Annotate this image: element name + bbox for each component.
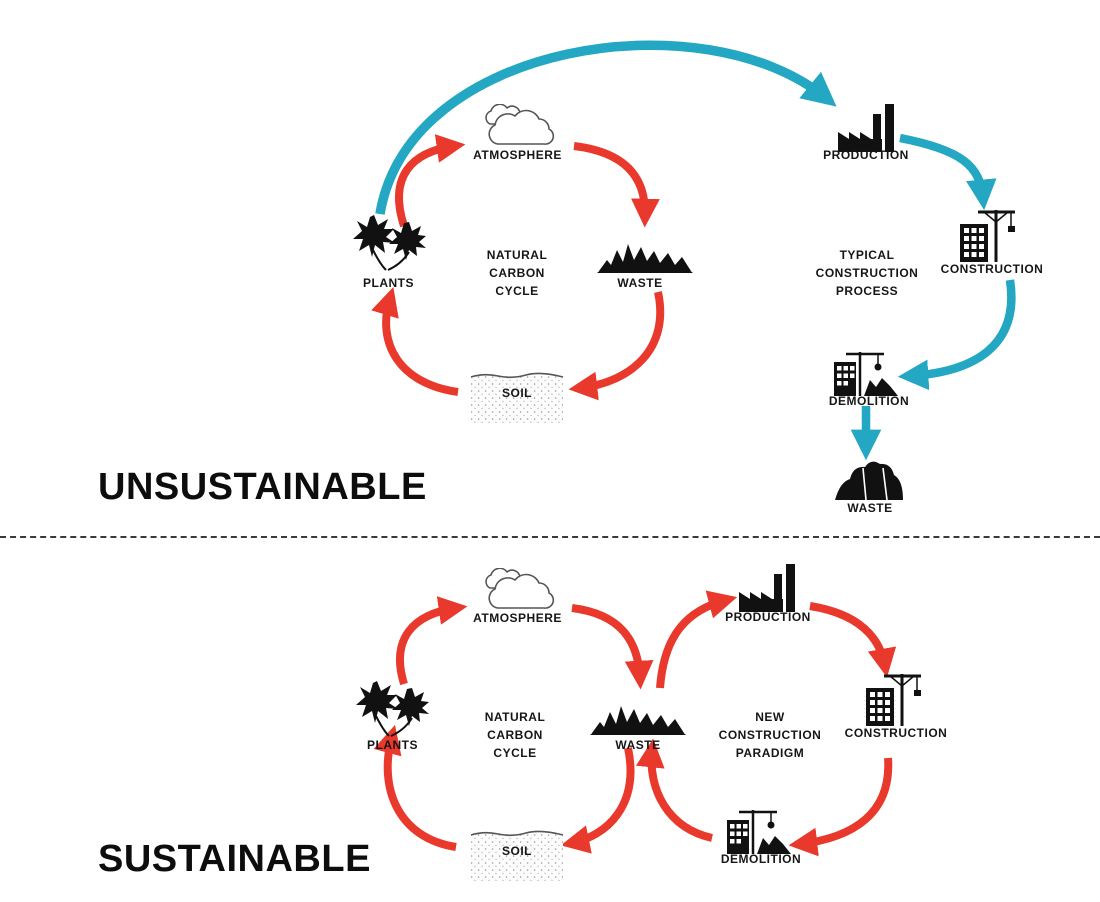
arrow-construction-to-demolition-bottom xyxy=(788,757,893,857)
soil-node: SOIL xyxy=(470,368,564,424)
biomass-waste-icon-bottom xyxy=(590,700,686,741)
soil-label-bottom: SOIL xyxy=(501,844,532,858)
natural-cycle-title-bottom: NATURAL CARBON CYCLE xyxy=(484,710,546,760)
soil-node-bottom: SOIL xyxy=(470,826,564,882)
biomass-waste-icon xyxy=(597,238,693,279)
arrow-bottom-atmosphere-to-waste xyxy=(571,604,654,690)
arrow-production-to-construction xyxy=(899,133,997,211)
arrow-plants-to-production xyxy=(375,40,837,215)
waste-label: WASTE xyxy=(617,276,663,290)
construction-label-bottom: CONSTRUCTION xyxy=(844,726,948,740)
unsustainable-title: UNSUSTAINABLE xyxy=(98,466,427,508)
plants-label-bottom: PLANTS xyxy=(367,738,418,752)
construction-process-title: TYPICAL CONSTRUCTION PROCESS xyxy=(815,248,919,298)
demolition-icon xyxy=(832,350,902,401)
plants-label: PLANTS xyxy=(363,276,414,290)
final-waste-label: WASTE xyxy=(847,501,893,515)
factory-icon xyxy=(836,102,896,157)
arrow-top-soil-to-plants xyxy=(371,286,459,396)
construction-label: CONSTRUCTION xyxy=(940,262,1044,276)
arrow-bottom-waste-to-soil xyxy=(560,747,635,854)
arrow-bottom-plants-to-atmosphere xyxy=(396,596,468,686)
production-label: PRODUCTION xyxy=(823,148,909,162)
dashed-divider xyxy=(0,536,1100,538)
waste-label-bottom: WASTE xyxy=(615,738,661,752)
sustainable-title: SUSTAINABLE xyxy=(98,838,371,880)
arrow-production-to-construction-bottom xyxy=(809,602,897,678)
natural-cycle-title: NATURAL CARBON CYCLE xyxy=(486,248,548,298)
arrow-construction-to-demolition xyxy=(897,279,1016,391)
soil-icon-bottom xyxy=(470,830,564,881)
atmosphere-label: ATMOSPHERE xyxy=(473,148,562,162)
plants-icon xyxy=(352,214,427,277)
arrow-top-atmosphere-to-waste xyxy=(573,142,660,228)
arrow-demolition-to-waste-bottom xyxy=(635,738,713,842)
cloud-icon-bottom xyxy=(468,567,564,615)
atmosphere-label-bottom: ATMOSPHERE xyxy=(473,611,562,625)
waste-mound-icon xyxy=(833,456,905,507)
production-label-bottom: PRODUCTION xyxy=(725,610,811,624)
construction-crane-icon xyxy=(958,206,1016,267)
demolition-label: DEMOLITION xyxy=(828,394,910,408)
demolition-icon-bottom xyxy=(725,808,795,859)
arrow-top-plants-to-atmosphere xyxy=(395,134,466,228)
construction-crane-icon-bottom xyxy=(864,670,922,731)
plants-icon-bottom xyxy=(355,680,430,743)
construction-paradigm-title: NEW CONSTRUCTION PARADIGM xyxy=(718,710,822,760)
soil-icon xyxy=(470,372,564,423)
factory-icon-bottom xyxy=(737,562,797,617)
soil-label: SOIL xyxy=(501,386,532,400)
arrow-waste-to-production xyxy=(656,590,738,689)
demolition-label-bottom: DEMOLITION xyxy=(720,852,802,866)
arrow-top-waste-to-soil xyxy=(568,291,665,401)
cloud-icon xyxy=(468,103,564,151)
arrow-bottom-soil-to-plants xyxy=(373,724,457,851)
